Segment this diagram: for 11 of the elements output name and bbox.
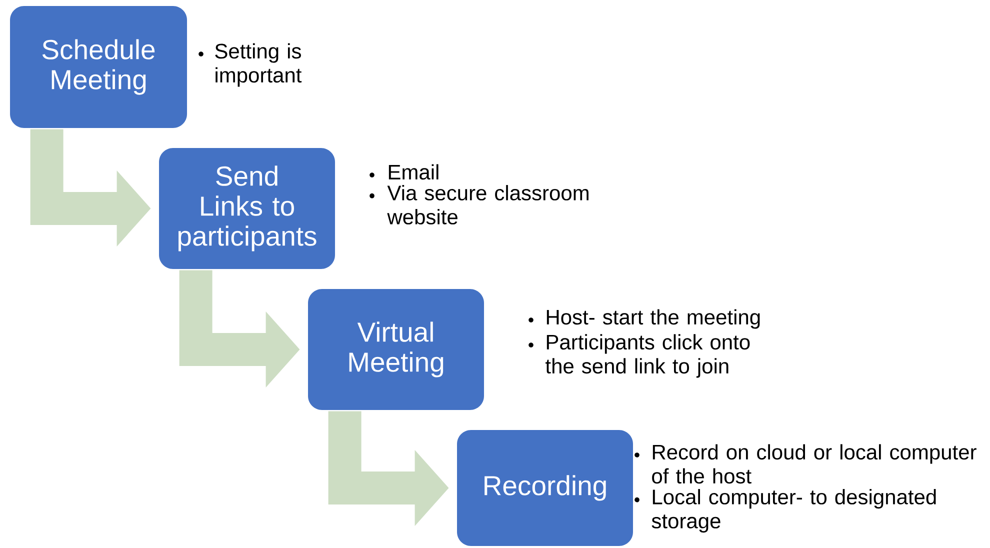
process-box: Send Links to participants: [159, 148, 335, 269]
bullet-note: Host- start the meeting: [528, 309, 760, 329]
bullet-note: Setting is important: [198, 43, 302, 87]
bullet-note: Email: [370, 164, 438, 180]
process-box: Recording: [457, 430, 633, 546]
bullet-note: Via secure classroom website: [370, 185, 588, 224]
bullet-note: Participants click onto the send link to join: [528, 334, 750, 378]
process-box: Schedule Meeting: [10, 6, 187, 128]
bullet-note: Local computer- to designated storage: [634, 489, 936, 533]
process-box: Virtual Meeting: [308, 289, 484, 410]
bullet-note: Record on cloud or local computer of the host: [634, 444, 976, 484]
